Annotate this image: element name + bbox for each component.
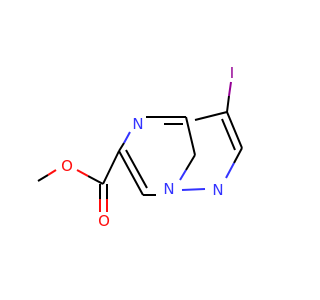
- molecule-structure: I N N N O O: [37, 64, 243, 230]
- bond-c6-ccarbonyl: [102, 150, 120, 185]
- bond-c3-c2-inner: [221, 118, 236, 151]
- bond-oester-ch3-b: [37, 174, 49, 182]
- bond-oester-ch3-a: [47, 169, 57, 176]
- atom-label-oxygen-ester: O: [61, 157, 73, 175]
- bond-c3-i-b: [228, 81, 232, 97]
- bond-n1-n8: [181, 188, 206, 191]
- bond-c6-c7: [118, 150, 144, 196]
- bond-n8-c3a-b: [185, 154, 196, 171]
- bond-c2-n1-a: [233, 147, 243, 164]
- bond-ccarbonyl-oester-b: [76, 169, 89, 177]
- bond-c3a-c3: [194, 111, 228, 121]
- bond-c3-c2: [226, 111, 243, 149]
- bond-ccarbonyl-oester-a: [87, 175, 104, 185]
- atom-label-nitrogen-top: N: [132, 115, 143, 133]
- atom-label-nitrogen-pyrazole: N: [212, 181, 223, 199]
- pyrazole-ring: [181, 111, 243, 191]
- bond-c3-i-a: [226, 95, 230, 113]
- atom-label-iodine: I: [230, 64, 234, 82]
- bond-c6-c7-inner: [125, 149, 148, 189]
- ester-group: [37, 150, 120, 212]
- pyrazine-ring: [118, 116, 196, 196]
- bond-n5-c6-b: [118, 142, 125, 152]
- bond-c2-n1-b: [225, 162, 235, 179]
- atom-label-nitrogen-bridge: N: [163, 180, 174, 198]
- atom-label-oxygen-carbonyl: O: [98, 212, 110, 230]
- bond-c3a-c7a: [185, 116, 196, 156]
- bond-n5-c6-a: [123, 131, 131, 144]
- bond-n8-c3a-a: [179, 169, 187, 181]
